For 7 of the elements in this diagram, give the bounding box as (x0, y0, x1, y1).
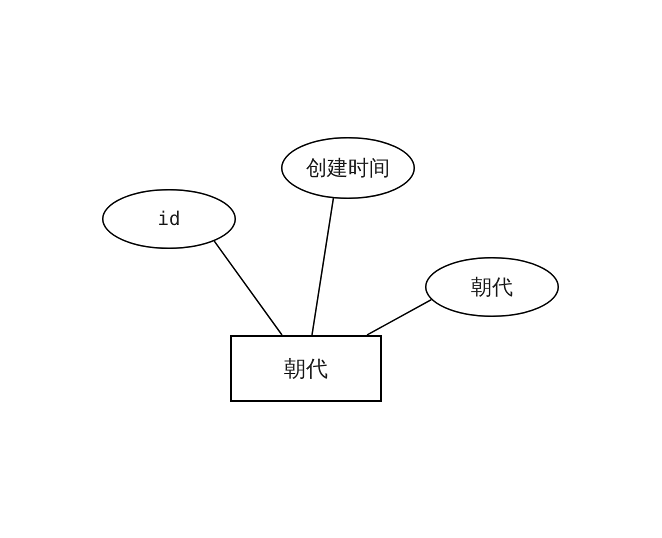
attribute-ellipse: id (102, 189, 236, 249)
connector-line (366, 299, 432, 336)
entity-box: 朝代 (230, 335, 382, 402)
connector-line (214, 240, 283, 336)
attribute-ellipse: 朝代 (425, 257, 559, 317)
attribute-ellipse: 创建时间 (281, 137, 415, 199)
connector-line (311, 198, 334, 336)
